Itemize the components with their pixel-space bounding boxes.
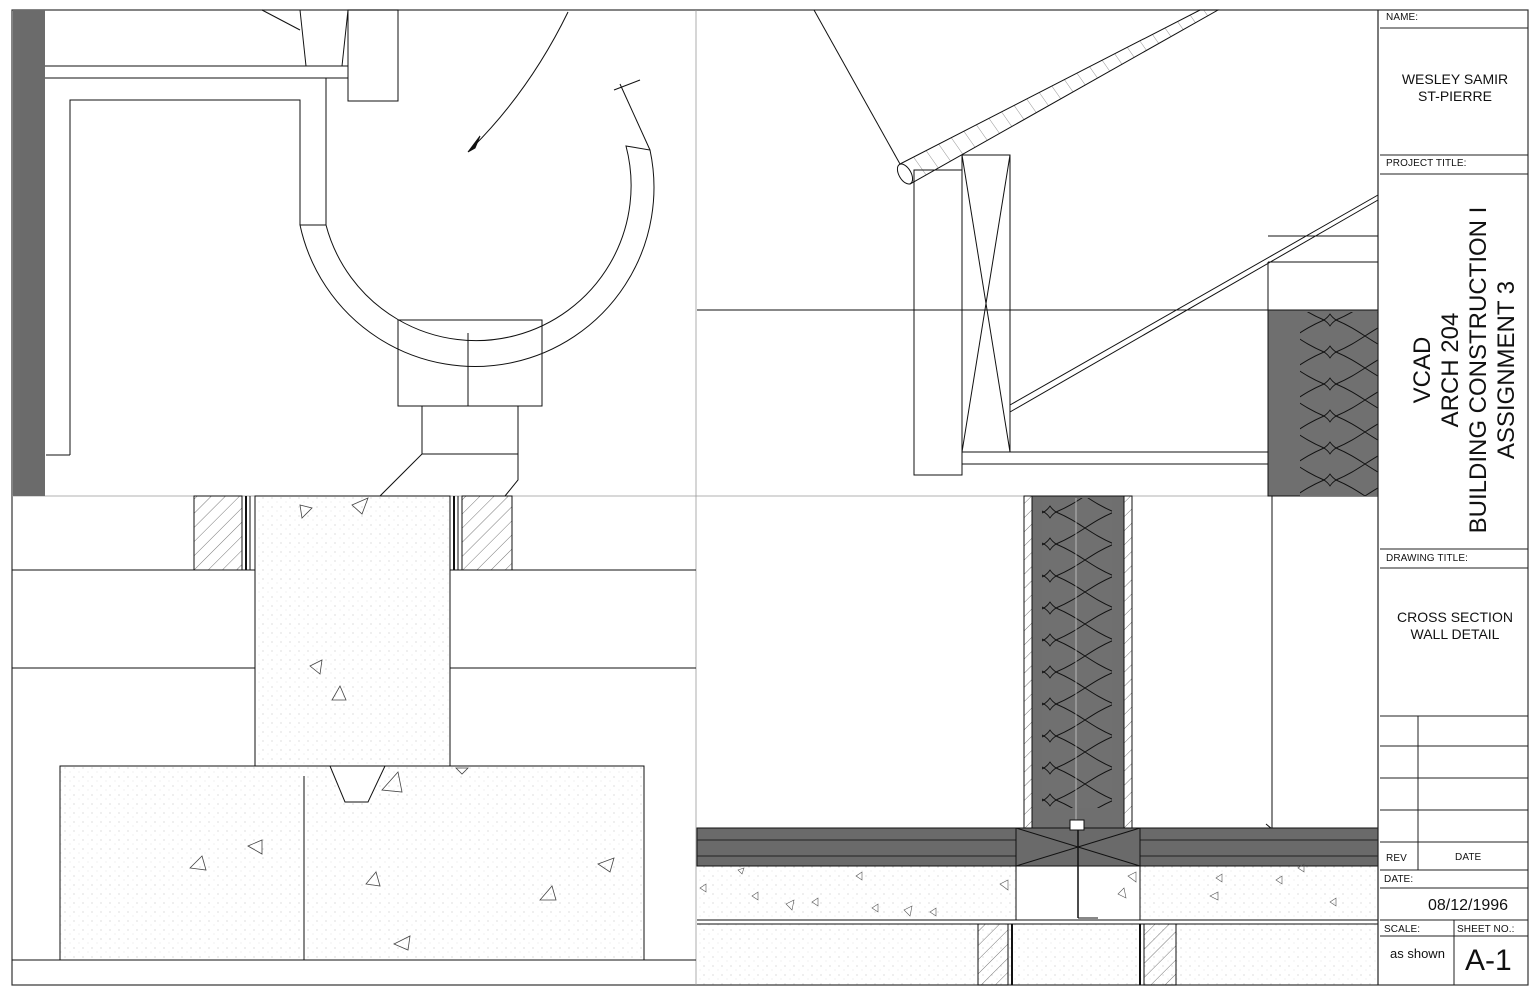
project-line-4: ASSIGNMENT 3 xyxy=(1493,280,1520,460)
project-line-2: ARCH 204 xyxy=(1437,312,1464,428)
footing xyxy=(59,765,645,961)
title-block-frame xyxy=(1377,10,1528,985)
name-label: NAME: xyxy=(1386,12,1419,23)
rev-label: REV xyxy=(1386,853,1407,864)
scale-label: SCALE: xyxy=(1384,924,1421,935)
foundation-detail xyxy=(12,495,696,961)
sheet-no-value: A-1 xyxy=(1465,944,1512,977)
project-title-label: PROJECT TITLE: xyxy=(1386,158,1467,169)
fascia-dark-wall xyxy=(13,10,45,496)
designer-name-line1: WESLEY SAMIR xyxy=(1401,71,1509,87)
wall-slab-detail xyxy=(696,495,1379,986)
gutter-half-round xyxy=(299,145,655,367)
drawing-title: CROSS SECTION WALL DETAIL xyxy=(1382,609,1528,643)
flow-arrow xyxy=(471,11,569,149)
gutter-detail xyxy=(13,9,655,497)
roof-eave-detail xyxy=(697,9,1379,497)
designer-name-line2: ST-PIERRE xyxy=(1418,88,1492,104)
project-title: VCAD ARCH 204 BUILDING CONSTRUCTION I AS… xyxy=(1400,195,1530,545)
designer-name: WESLEY SAMIR ST-PIERRE xyxy=(1382,71,1528,105)
foundation-wall xyxy=(254,495,451,767)
date-value: 08/12/1996 xyxy=(1428,897,1509,914)
project-line-1: VCAD xyxy=(1409,336,1436,404)
drawing-title-label: DRAWING TITLE: xyxy=(1386,553,1468,564)
date-label: DATE: xyxy=(1384,874,1414,885)
drawing-title-line2: WALL DETAIL xyxy=(1410,626,1500,642)
rafter xyxy=(899,9,1220,185)
scale-value: as shown xyxy=(1390,946,1445,961)
rev-date-label: DATE xyxy=(1455,852,1482,863)
drawing-title-line1: CROSS SECTION xyxy=(1397,609,1513,625)
sheet-no-label: SHEET NO.: xyxy=(1457,924,1515,935)
project-line-3: BUILDING CONSTRUCTION I xyxy=(1465,206,1492,534)
